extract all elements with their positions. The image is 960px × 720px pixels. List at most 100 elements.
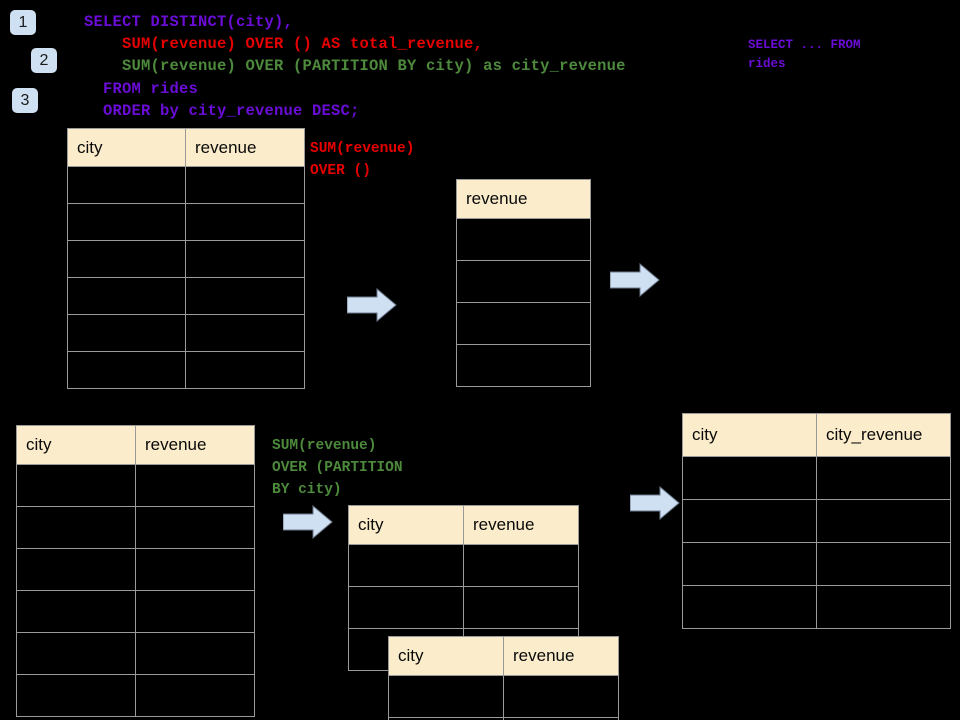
cell-city-revenue — [816, 542, 951, 586]
column-header-revenue: revenue — [463, 505, 579, 545]
table-final-city-revenue-result: city city_revenue — [682, 413, 951, 629]
step-badge-2[interactable]: 2 — [31, 48, 57, 73]
column-header-city: city — [348, 505, 464, 545]
cell-revenue — [185, 166, 305, 204]
sql-line-select-distinct: SELECT DISTINCT(city), — [84, 13, 294, 31]
cell-revenue — [135, 674, 255, 717]
cell-city-revenue — [816, 456, 951, 500]
cell-city — [682, 585, 817, 629]
table-row — [67, 240, 305, 278]
cell-revenue — [135, 590, 255, 633]
table-rides-source-top: city revenue — [67, 128, 305, 389]
cell-city-revenue — [816, 585, 951, 629]
cell-revenue — [135, 464, 255, 507]
table-row — [16, 506, 255, 549]
column-header-revenue: revenue — [135, 425, 255, 465]
cell-revenue — [185, 351, 305, 389]
cell-city — [348, 544, 464, 587]
table-header-row: revenue — [456, 179, 591, 219]
table-row — [456, 260, 591, 303]
cell-city — [67, 203, 186, 241]
sql-line-order-by: ORDER by city_revenue DESC; — [84, 102, 360, 120]
column-header-city: city — [388, 636, 504, 676]
table-row — [682, 585, 951, 629]
column-header-revenue: revenue — [456, 179, 591, 219]
table-header-row: city revenue — [348, 505, 579, 545]
cell-city — [348, 586, 464, 629]
step-badge-3[interactable]: 3 — [12, 88, 38, 113]
table-header-row: city revenue — [67, 128, 305, 167]
table-header-row: city revenue — [388, 636, 619, 676]
table-row — [682, 456, 951, 500]
cell-revenue — [456, 260, 591, 303]
cell-revenue — [456, 302, 591, 345]
table-row — [388, 675, 619, 718]
cell-city — [16, 674, 136, 717]
table-row — [67, 314, 305, 352]
table-row — [67, 203, 305, 241]
cell-city — [67, 166, 186, 204]
table-total-revenue-result: revenue — [456, 179, 591, 387]
table-row — [456, 302, 591, 345]
cell-revenue — [185, 277, 305, 315]
cell-city — [67, 277, 186, 315]
cell-revenue — [503, 675, 619, 718]
arrow-source-to-total-icon — [346, 287, 397, 327]
column-header-city: city — [682, 413, 817, 457]
table-row — [348, 544, 579, 587]
table-row — [682, 499, 951, 543]
cell-city — [67, 314, 186, 352]
table-rides-source-bottom: city revenue — [16, 425, 255, 717]
cell-revenue — [185, 314, 305, 352]
table-row — [16, 590, 255, 633]
cell-revenue — [463, 544, 579, 587]
cell-city — [67, 240, 186, 278]
table-row — [67, 277, 305, 315]
sql-line-total-revenue: SUM(revenue) OVER () AS total_revenue, — [84, 35, 484, 53]
column-header-revenue: revenue — [503, 636, 619, 676]
cell-city-revenue — [816, 499, 951, 543]
table-header-row: city revenue — [16, 425, 255, 465]
cell-city — [682, 456, 817, 500]
table-row — [456, 344, 591, 387]
arrow-source-to-partition-icon — [282, 504, 333, 544]
table-row — [67, 166, 305, 204]
cell-revenue — [456, 344, 591, 387]
step-badge-1[interactable]: 1 — [10, 10, 36, 35]
table-row — [388, 717, 619, 720]
table-partition-group-front: city revenue — [388, 636, 619, 720]
cell-city — [682, 499, 817, 543]
arrow-partition-to-final-icon — [629, 485, 680, 525]
cell-revenue — [135, 506, 255, 549]
column-header-city-revenue: city_revenue — [816, 413, 951, 457]
cell-revenue — [503, 717, 619, 720]
cell-revenue — [456, 218, 591, 261]
cell-city — [16, 590, 136, 633]
table-row — [16, 464, 255, 507]
annotation-total-revenue: SUM(revenue) OVER () — [310, 141, 415, 179]
annotation-city-revenue: SUM(revenue) OVER (PARTITION BY city) — [272, 438, 403, 498]
column-header-city: city — [16, 425, 136, 465]
sql-line-city-revenue: SUM(revenue) OVER (PARTITION BY city) as… — [84, 57, 626, 75]
table-header-row: city city_revenue — [682, 413, 951, 457]
sql-side-note: SELECT ... FROM rides — [748, 38, 861, 71]
cell-city — [16, 548, 136, 591]
cell-revenue — [185, 203, 305, 241]
table-row — [16, 632, 255, 675]
sql-line-from-rides: FROM rides — [84, 80, 199, 98]
cell-revenue — [135, 632, 255, 675]
cell-revenue — [463, 586, 579, 629]
table-row — [348, 586, 579, 629]
cell-city — [16, 506, 136, 549]
cell-revenue — [185, 240, 305, 278]
column-header-revenue: revenue — [185, 128, 305, 167]
cell-city — [16, 464, 136, 507]
table-row — [456, 218, 591, 261]
table-row — [682, 542, 951, 586]
cell-city — [67, 351, 186, 389]
cell-city — [388, 675, 504, 718]
table-row — [67, 351, 305, 389]
cell-city — [16, 632, 136, 675]
column-header-city: city — [67, 128, 186, 167]
